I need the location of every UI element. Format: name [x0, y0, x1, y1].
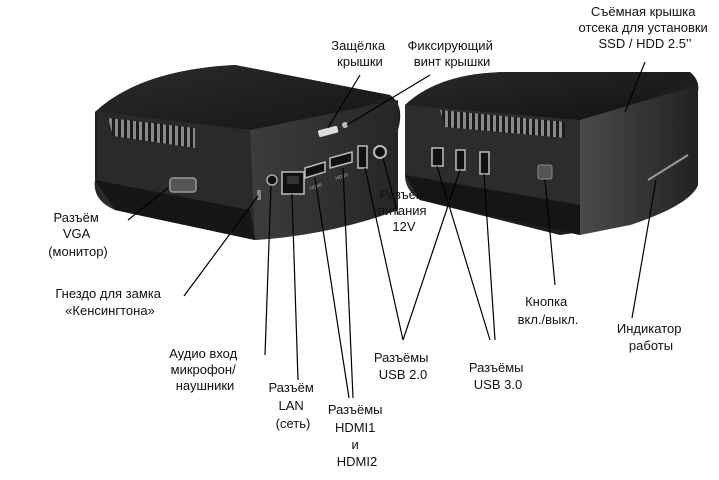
cover-latch [318, 125, 339, 138]
label-audio: Аудио вход микрофон/ наушники [169, 346, 241, 393]
mini-pc-right [405, 72, 699, 235]
usb3-port-3 [479, 151, 490, 175]
status-indicator [647, 154, 689, 181]
vga-port [169, 177, 197, 193]
usb3-port-2 [455, 149, 466, 171]
label-screw: Фиксирующий винт крышки [408, 38, 497, 69]
usb3-port-1 [431, 147, 444, 167]
hdmi2-port [329, 151, 353, 169]
label-cover: Съёмная крышка отсека для установки SSD … [579, 4, 712, 51]
hdmi-mark-1: HDMI [309, 182, 323, 192]
vent-grille-left [108, 118, 195, 148]
kensington-slot [257, 190, 261, 200]
power-button [537, 164, 553, 180]
audio-jack [266, 174, 278, 186]
label-kensington: Гнездо для замка «Кенсингтона» [55, 286, 164, 318]
label-usb3: Разъёмы USB 3.0 [469, 360, 527, 392]
mini-pc-left: HDMI HDMI [94, 65, 401, 240]
labels: Защёлка крышки Фиксирующий винт крышки С… [48, 4, 712, 469]
label-indicator: Индикатор работы [617, 321, 685, 353]
cover-screw [342, 122, 348, 128]
hdmi-mark-2: HDMI [335, 172, 349, 182]
label-latch: Защёлка крышки [331, 38, 388, 69]
label-lan: Разъём LAN (сеть) [269, 380, 318, 431]
vent-grille-right [440, 110, 565, 138]
usb2-port-left [357, 145, 368, 169]
hdmi1-port [304, 160, 326, 180]
leader-lines [127, 61, 657, 399]
label-button: Кнопка вкл./выкл. [518, 294, 579, 327]
label-vga: Разъём VGA (монитор) [48, 210, 108, 259]
label-power: Разъём питания 12V [378, 187, 430, 234]
power-jack [373, 145, 387, 159]
label-hdmi: Разъёмы HDMI1 и HDMI2 [328, 402, 386, 469]
label-usb2: Разъёмы USB 2.0 [374, 350, 432, 382]
